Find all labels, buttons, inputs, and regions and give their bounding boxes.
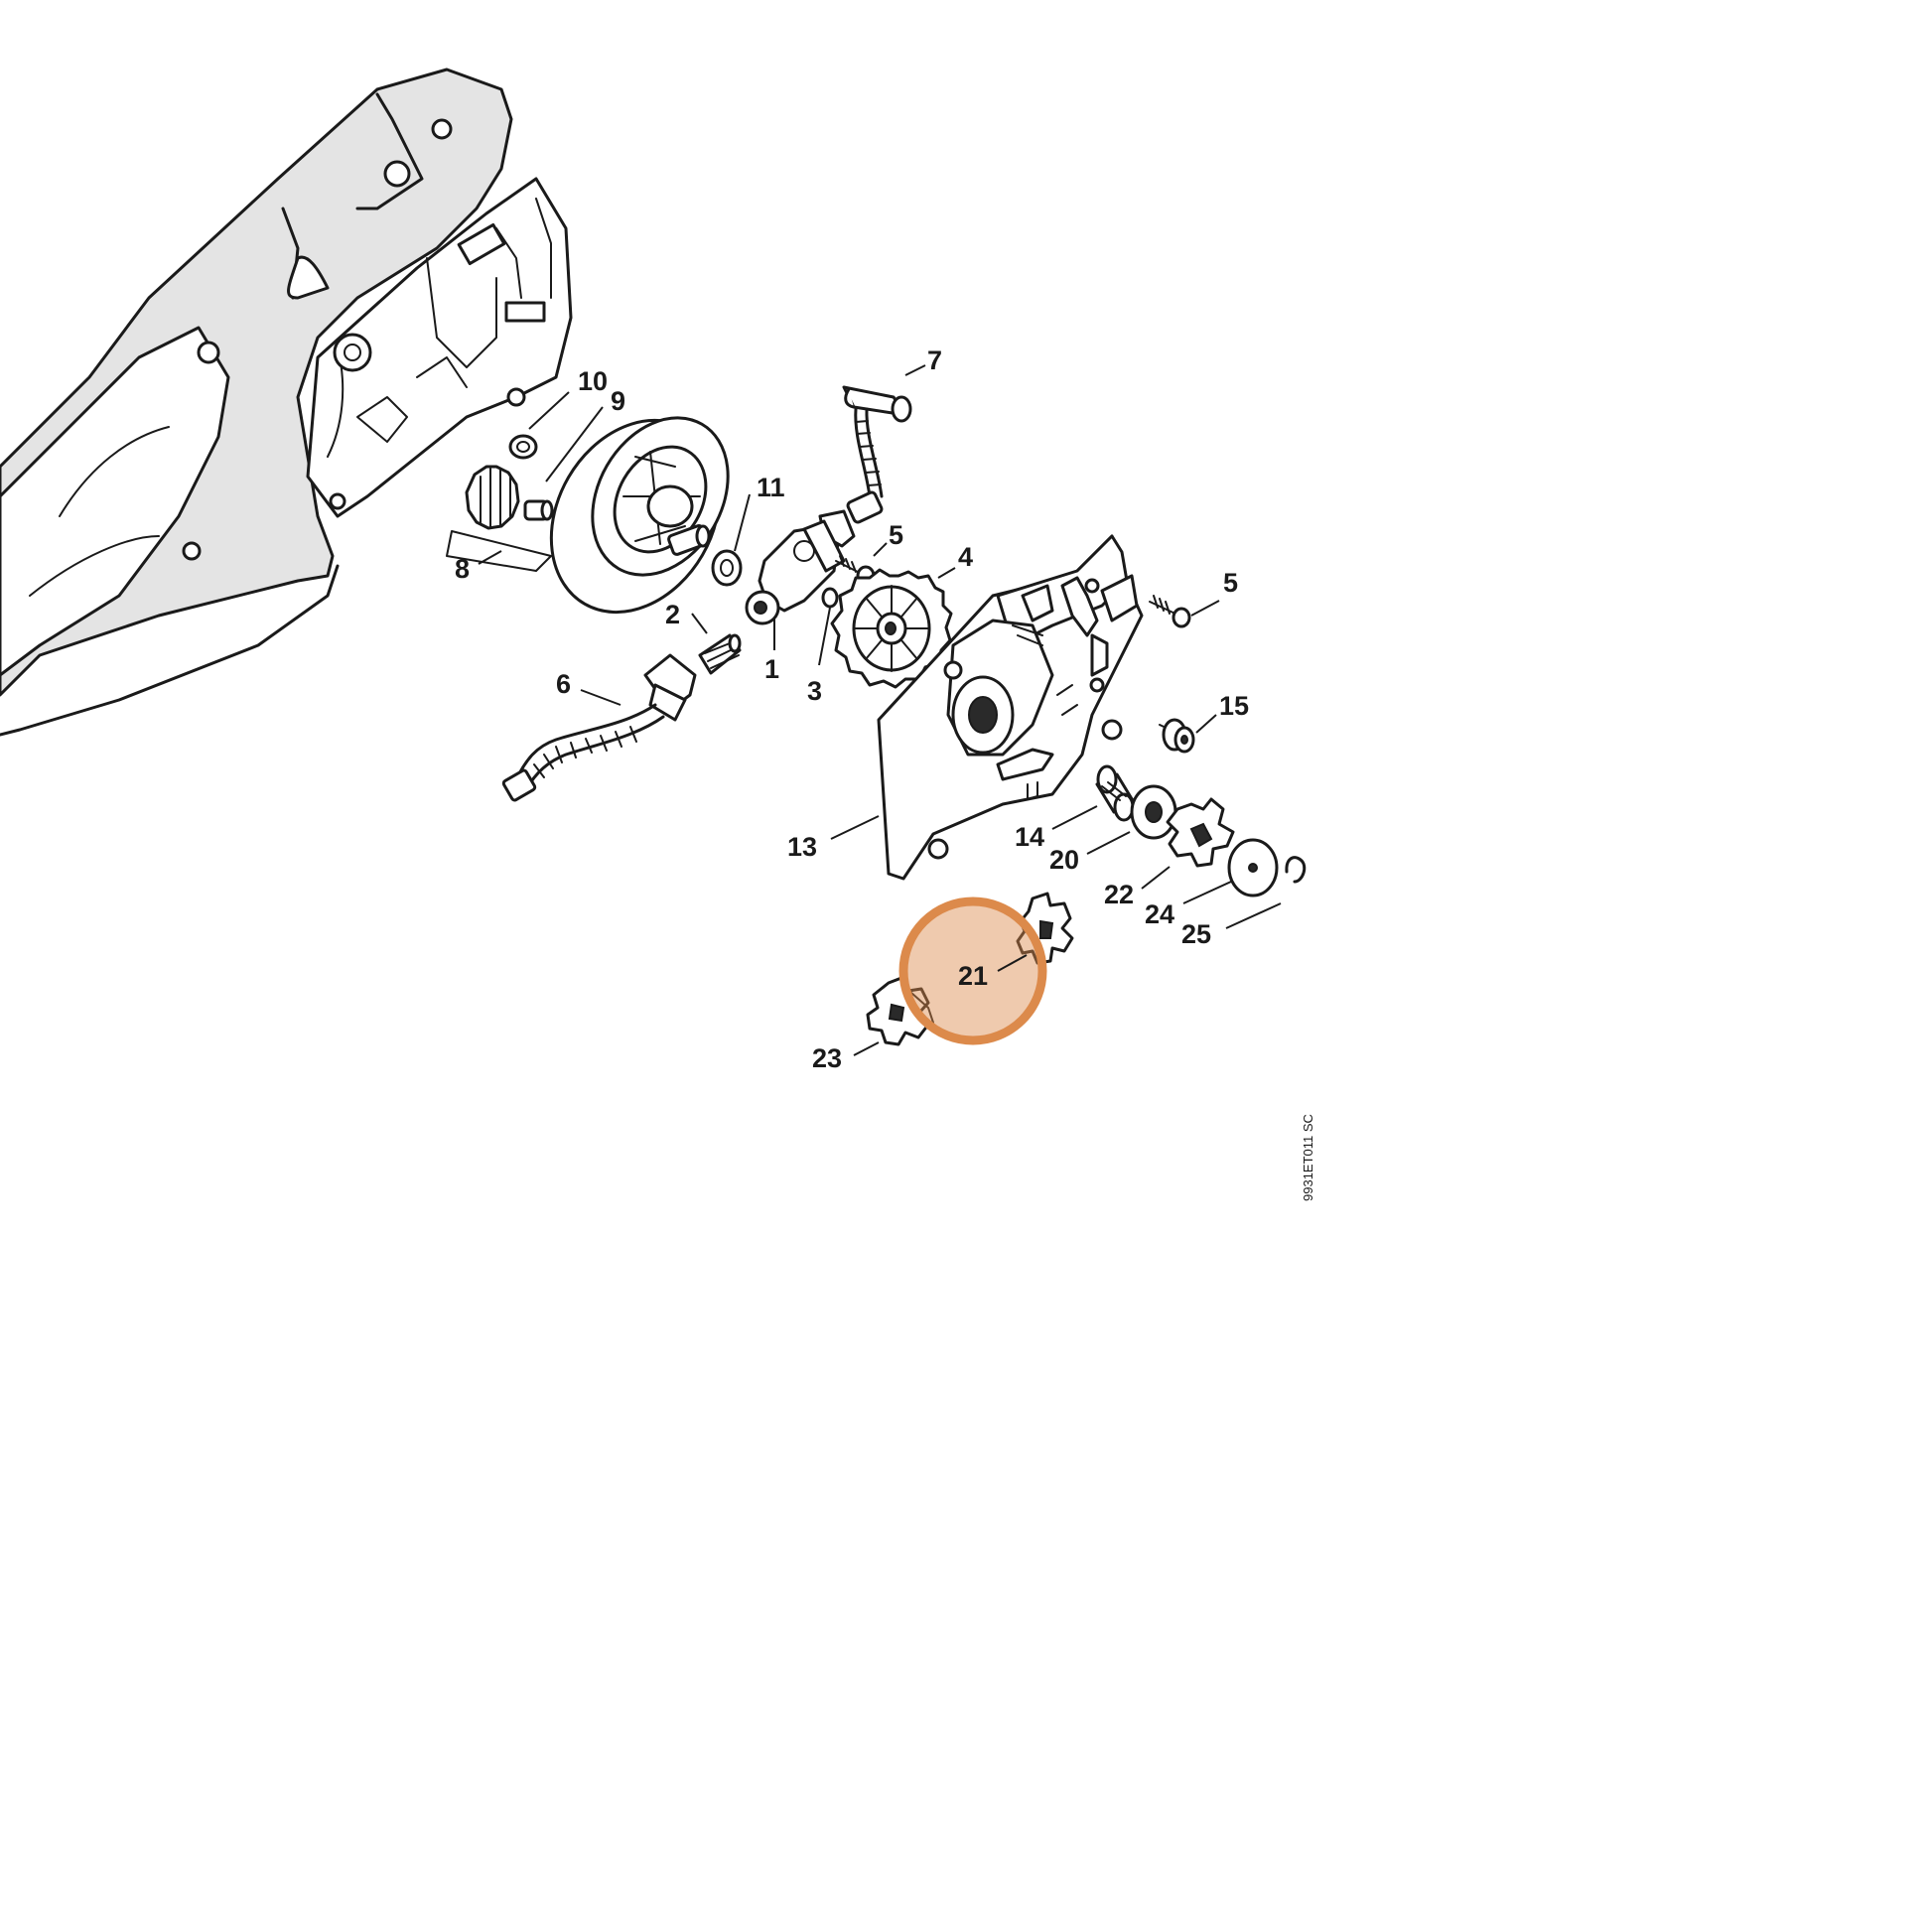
callout-1[interactable]: 1 <box>764 654 779 684</box>
callout-10[interactable]: 10 <box>578 366 608 396</box>
callout-7[interactable]: 7 <box>927 345 942 375</box>
part-15-collar-screw[interactable] <box>1159 718 1195 754</box>
part-7-suction-hose[interactable] <box>842 385 912 524</box>
part-4-worm-gear[interactable] <box>830 568 953 689</box>
callout-3[interactable]: 3 <box>807 676 822 706</box>
part-8-pinion[interactable] <box>446 465 552 572</box>
drawing-code: 9931ET011 SC <box>1301 1114 1315 1201</box>
callout-13[interactable]: 13 <box>787 832 817 862</box>
callout-25[interactable]: 25 <box>1181 919 1211 949</box>
clutch-drum[interactable] <box>517 390 755 643</box>
part-11-washer[interactable] <box>711 549 743 587</box>
highlight-marker[interactable] <box>898 897 1047 1045</box>
callout-5b[interactable]: 5 <box>1223 568 1238 598</box>
leader-lines <box>478 364 1282 1056</box>
part-5-screw-right[interactable] <box>1149 595 1191 628</box>
part-2-strainer[interactable] <box>698 633 742 675</box>
part-10-ring[interactable] <box>508 434 538 460</box>
part-23-spur-sprocket[interactable] <box>866 976 934 1046</box>
part-25-e-clip[interactable] <box>1285 856 1307 884</box>
callout-22[interactable]: 22 <box>1104 880 1134 909</box>
part-22-rim-sprocket[interactable] <box>1166 797 1235 868</box>
part-24-washer[interactable] <box>1227 838 1279 897</box>
part-9-sleeve[interactable] <box>523 499 554 521</box>
motor-housing[interactable] <box>0 68 513 737</box>
callout-2[interactable]: 2 <box>665 600 680 629</box>
callout-8-label[interactable]: 8 <box>455 554 470 584</box>
callout-labels: 7 10 9 11 5 4 5 10 8 2 1 3 6 15 13 14 20… <box>455 345 1249 991</box>
part-6-oil-hose[interactable] <box>501 653 697 802</box>
part-13-cover-plate[interactable] <box>877 534 1144 881</box>
callout-11[interactable]: 11 <box>757 473 785 502</box>
callout-6[interactable]: 6 <box>556 669 571 699</box>
callout-21[interactable]: 21 <box>958 961 988 991</box>
callout-5a[interactable]: 5 <box>889 520 903 550</box>
housing-cavity <box>306 177 573 518</box>
callout-23-text[interactable]: 23 <box>812 1043 842 1073</box>
callout-15[interactable]: 15 <box>1219 691 1249 721</box>
callout-14[interactable]: 14 <box>1015 822 1044 852</box>
callout-9[interactable]: 9 <box>611 386 625 416</box>
callout-24[interactable]: 24 <box>1145 899 1174 929</box>
part-20-washer[interactable] <box>1130 784 1177 840</box>
callout-20[interactable]: 20 <box>1049 845 1079 875</box>
part-14-needle-sleeve[interactable] <box>1095 764 1136 822</box>
callout-4[interactable]: 4 <box>958 542 973 572</box>
part-3-o-ring[interactable] <box>821 587 839 609</box>
part-1-oil-pump[interactable] <box>745 509 856 625</box>
